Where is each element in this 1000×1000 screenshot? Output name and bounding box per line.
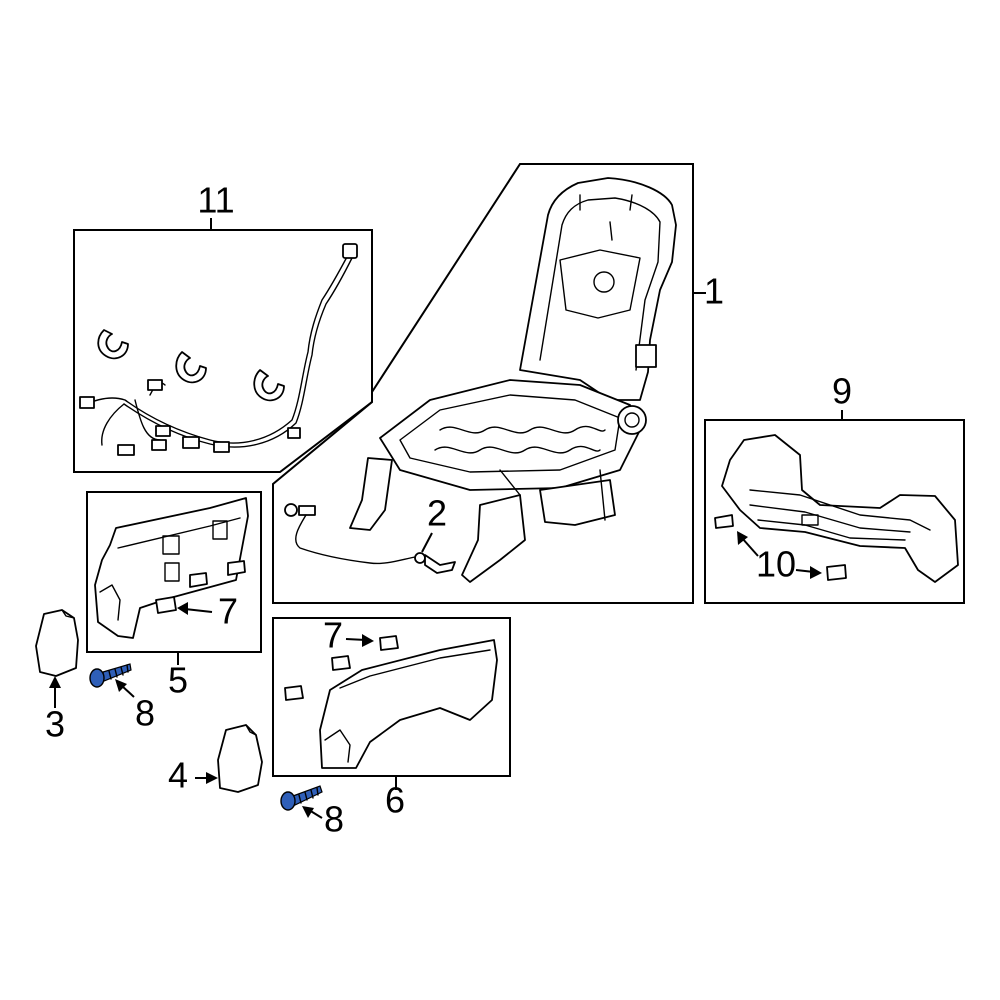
frame-wiring-harness xyxy=(73,229,373,473)
callout-8-upper: 8 xyxy=(135,693,155,734)
callout-3: 3 xyxy=(45,704,65,745)
seat-frame-part xyxy=(349,177,677,583)
right-end-cap-part xyxy=(217,724,263,793)
callout-6: 6 xyxy=(385,780,405,821)
screw-fastener-upper xyxy=(89,663,132,688)
frame-right-trim-cover xyxy=(272,617,511,777)
callout-8-lower: 8 xyxy=(324,799,344,840)
frame-seat-frame xyxy=(272,163,694,604)
callout-4: 4 xyxy=(168,755,188,796)
frame-side-shield xyxy=(704,419,965,604)
left-trim-cover-part xyxy=(94,497,249,639)
right-trim-cover-part xyxy=(284,635,498,769)
callout-2: 2 xyxy=(427,493,447,534)
seat-cable-part xyxy=(284,503,456,574)
callout-7-left: 7 xyxy=(218,591,238,632)
screw-fastener-lower xyxy=(280,785,323,811)
callout-11: 11 xyxy=(197,180,234,221)
left-end-cap-part xyxy=(35,609,79,677)
callout-5: 5 xyxy=(168,660,188,701)
callout-7-right: 7 xyxy=(323,615,343,656)
frame-left-trim-cover xyxy=(86,491,262,653)
side-shield-part xyxy=(714,434,959,583)
callout-10: 10 xyxy=(756,544,796,585)
wiring-harness-part xyxy=(79,243,358,456)
callout-1: 1 xyxy=(704,271,724,312)
callout-9: 9 xyxy=(832,371,852,412)
leader-lines xyxy=(49,218,843,819)
